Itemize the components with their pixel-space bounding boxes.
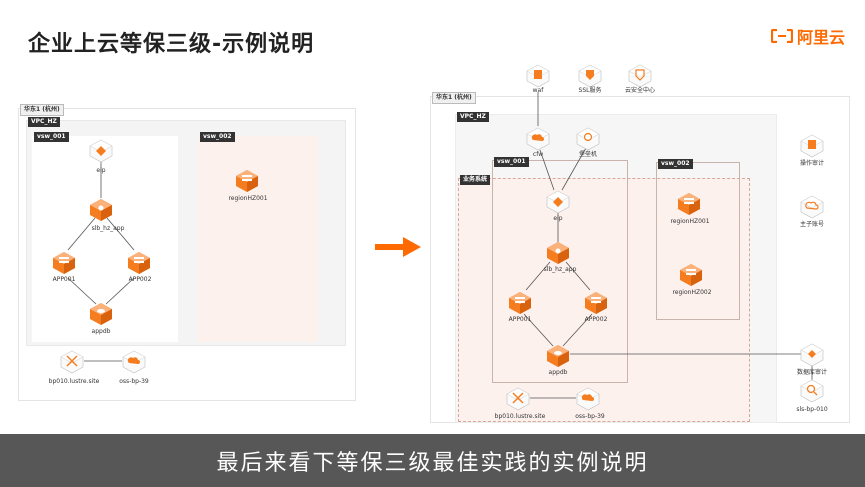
right-vsw2-tag: vsw_002 [658,159,693,169]
left-oss-label: oss-bp-39 [119,378,149,385]
right-lustre-label: bp010.lustre.site [495,413,546,420]
right-app1-node[interactable] [509,292,531,314]
right-ssl-node[interactable] [578,64,602,88]
left-vpc-tag: VPC_HZ [28,117,60,127]
left-eip-label: eip [96,167,105,174]
right-region-tag: 华东1 (杭州) [432,92,476,104]
right-bastion-label: 堡垒机 [579,150,597,158]
right-connections [523,92,813,399]
right-vpc-tag: VPC_HZ [457,112,489,122]
left-db-node[interactable] [90,303,112,325]
left-app1-node[interactable] [53,252,75,274]
subtitle-bar: 最后来看下等保三级最佳实践的实例说明 [0,434,865,487]
right-sls-label: sls-bp-010 [796,406,828,413]
right-lustre-node[interactable] [506,387,530,411]
right-waf-node[interactable] [526,64,550,88]
left-slb-label: slb_hz_app [92,225,125,232]
right-eip-label: eip [553,215,562,222]
left-oss-node[interactable] [122,350,146,374]
right-region1-node[interactable] [678,193,700,215]
right-security-center-label: 云安全中心 [625,86,655,94]
right-cfw-node[interactable] [526,127,550,151]
right-db-label: appdb [549,369,568,376]
right-sub-account-node[interactable] [800,195,824,219]
left-db-label: appdb [92,328,111,335]
right-business-tag: 业务系统 [460,175,491,185]
aliyun-logo-icon [770,29,793,43]
right-cfw-label: cfw [533,151,543,158]
left-app1-label: APP001 [53,276,76,283]
right-vsw1-container [492,160,628,383]
right-region2-label: regionHZ002 [672,289,711,296]
left-vsw2-container [198,136,318,342]
right-app2-label: APP002 [585,316,608,323]
left-lustre-node[interactable] [60,350,84,374]
left-app2-label: APP002 [129,276,152,283]
right-eip-node[interactable] [546,190,570,214]
right-vsw1-tag: vsw_001 [494,157,529,167]
subtitle-text: 最后来看下等保三级最佳实践的实例说明 [216,450,649,476]
left-vsw1-tag: vsw_001 [34,132,69,142]
right-db-node[interactable] [547,345,569,367]
right-action-audit-node[interactable] [800,134,824,158]
right-db-audit-label: 数据库审计 [797,368,827,376]
left-lustre-label: bp010.lustre.site [49,378,100,385]
right-waf-label: waf [533,87,545,94]
aliyun-logo: 阿里云 [770,24,845,48]
right-bastion-node[interactable] [576,127,600,151]
left-slb-node[interactable] [90,199,112,221]
right-app2-node[interactable] [585,292,607,314]
right-slb-node[interactable] [547,242,569,264]
right-region2-node[interactable] [680,264,702,286]
right-vsw2-container [656,162,740,320]
left-app2-node[interactable] [128,252,150,274]
right-app1-label: APP001 [509,316,532,323]
right-db-audit-node[interactable] [800,343,824,367]
left-region-tag: 华东1 (杭州) [20,104,64,116]
right-sls-node[interactable] [800,379,824,403]
logo-text: 阿里云 [796,28,845,47]
left-vsw2-tag: vsw_002 [200,132,235,142]
right-ssl-label: SSL服务 [579,86,602,94]
left-region-hz-label: regionHZ001 [228,195,267,202]
left-eip-node[interactable] [89,139,113,163]
right-slb-label: slb_hz_app [544,266,577,273]
right-oss-node[interactable] [576,387,600,411]
right-region1-label: regionHZ001 [670,218,709,225]
left-region-hz-node[interactable] [236,170,258,192]
slide-title: 企业上云等保三级-示例说明 [28,32,315,57]
right-action-audit-label: 操作审计 [800,159,824,167]
right-oss-label: oss-bp-39 [575,413,605,420]
right-security-center-node[interactable] [628,64,652,88]
right-sub-account-label: 主子账号 [800,220,824,228]
transition-arrow-icon [375,237,421,257]
left-connections [67,162,135,362]
